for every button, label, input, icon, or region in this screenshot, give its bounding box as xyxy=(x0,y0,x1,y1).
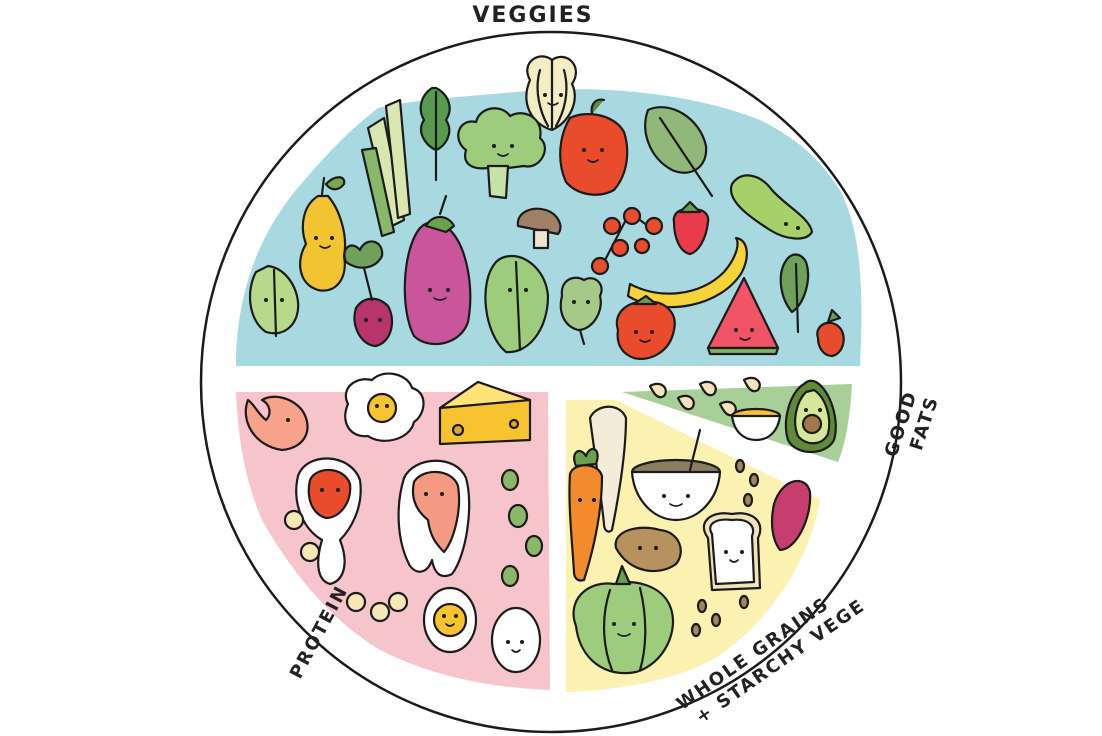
watermelon-icon xyxy=(706,276,780,356)
carrot-icon xyxy=(568,447,604,582)
zucchini-icon xyxy=(729,174,814,240)
tomato-icon xyxy=(615,294,676,360)
romaine-icon xyxy=(484,254,550,354)
chickpeas-icon xyxy=(283,509,409,623)
kale-icon xyxy=(419,86,451,182)
cashews-icon xyxy=(648,376,761,417)
cheese-icon xyxy=(438,380,532,446)
asparagus-icon xyxy=(360,98,412,238)
shrimp-icon xyxy=(244,395,309,452)
lettuce-left-icon xyxy=(249,264,300,338)
bell-pepper-icon xyxy=(559,98,629,196)
avocado-icon xyxy=(784,379,837,453)
banana-icon xyxy=(626,236,748,309)
cherry-tomatoes-icon xyxy=(590,206,664,276)
bread-icon xyxy=(702,512,762,592)
mushroom-icon xyxy=(516,207,562,250)
boiled-egg-icon xyxy=(422,586,478,654)
small-radish-icon xyxy=(816,308,845,358)
broccoli-icon xyxy=(457,107,546,200)
edamame-icon xyxy=(500,468,544,588)
radish-icon xyxy=(343,240,394,348)
veggies-label: VEGGIES xyxy=(472,3,593,28)
whole-egg-icon xyxy=(490,606,542,674)
fried-egg-icon xyxy=(344,372,425,442)
seeds-icon xyxy=(690,458,760,638)
sweet-potato-icon xyxy=(770,479,812,552)
pumpkin-icon xyxy=(572,564,675,675)
eggplant-icon xyxy=(403,194,472,346)
arugula-icon xyxy=(779,253,810,334)
salmon-icon xyxy=(397,459,471,578)
artichoke-icon xyxy=(559,276,603,346)
steak-icon xyxy=(295,457,362,586)
pear-icon xyxy=(299,176,347,292)
oat-bowl-icon xyxy=(630,428,722,522)
potato-icon xyxy=(614,526,682,573)
chard-icon xyxy=(644,106,714,198)
oil-bowl-icon xyxy=(730,407,782,442)
strawberry-icon xyxy=(672,200,710,256)
